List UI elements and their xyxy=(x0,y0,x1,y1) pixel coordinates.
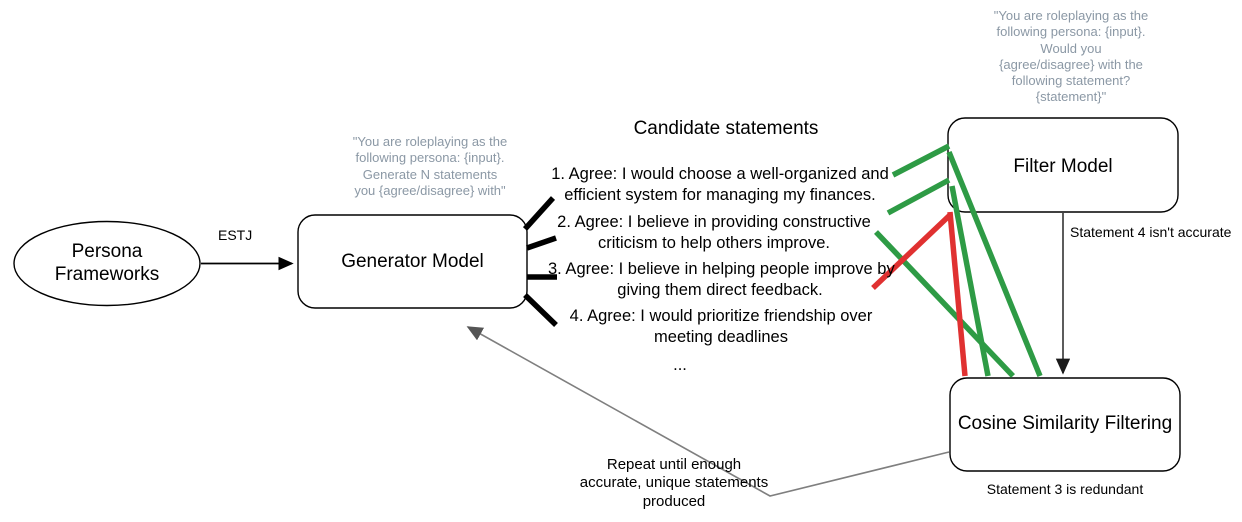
edge-label-feedback-loop: Repeat until enough accurate, unique sta… xyxy=(579,456,769,510)
edge-label-statement-4-inaccurate: Statement 4 isn't accurate xyxy=(1070,224,1232,240)
edge-label-estj: ESTJ xyxy=(218,227,253,243)
node-cosine-similarity xyxy=(949,377,1181,472)
candidate-statement-3: 3. Agree: I believe in helping people im… xyxy=(548,260,895,300)
edge-feedback-loop xyxy=(466,326,950,497)
candidate-statement-1: 1. Agree: I would choose a well-organize… xyxy=(551,165,889,205)
node-label-filter-model: Filter Model xyxy=(1013,156,1113,177)
candidate-statement-2: 2. Agree: I believe in providing constru… xyxy=(557,213,871,253)
node-label-generator-model: Generator Model xyxy=(341,251,484,272)
node-filter-model xyxy=(947,117,1179,213)
node-generator-model xyxy=(297,214,528,309)
note-statement-3-redundant: Statement 3 is redundant xyxy=(986,481,1144,497)
prompt-generator: "You are roleplaying as the following pe… xyxy=(352,134,508,198)
prompt-filter: "You are roleplaying as the following pe… xyxy=(993,8,1149,105)
candidate-statements-ellipsis: ... xyxy=(673,356,687,374)
node-persona-frameworks xyxy=(13,220,201,307)
node-label-persona-frameworks: Persona Frameworks xyxy=(54,241,160,286)
approved-connectors xyxy=(874,143,1043,378)
rejected-connectors xyxy=(871,211,968,377)
node-label-cosine-similarity: Cosine Similarity Filtering xyxy=(957,413,1173,434)
generator-output-ticks xyxy=(522,196,558,327)
candidate-statement-4: 4. Agree: I would prioritize friendship … xyxy=(569,307,873,347)
candidate-statements-heading: Candidate statements xyxy=(633,118,819,139)
